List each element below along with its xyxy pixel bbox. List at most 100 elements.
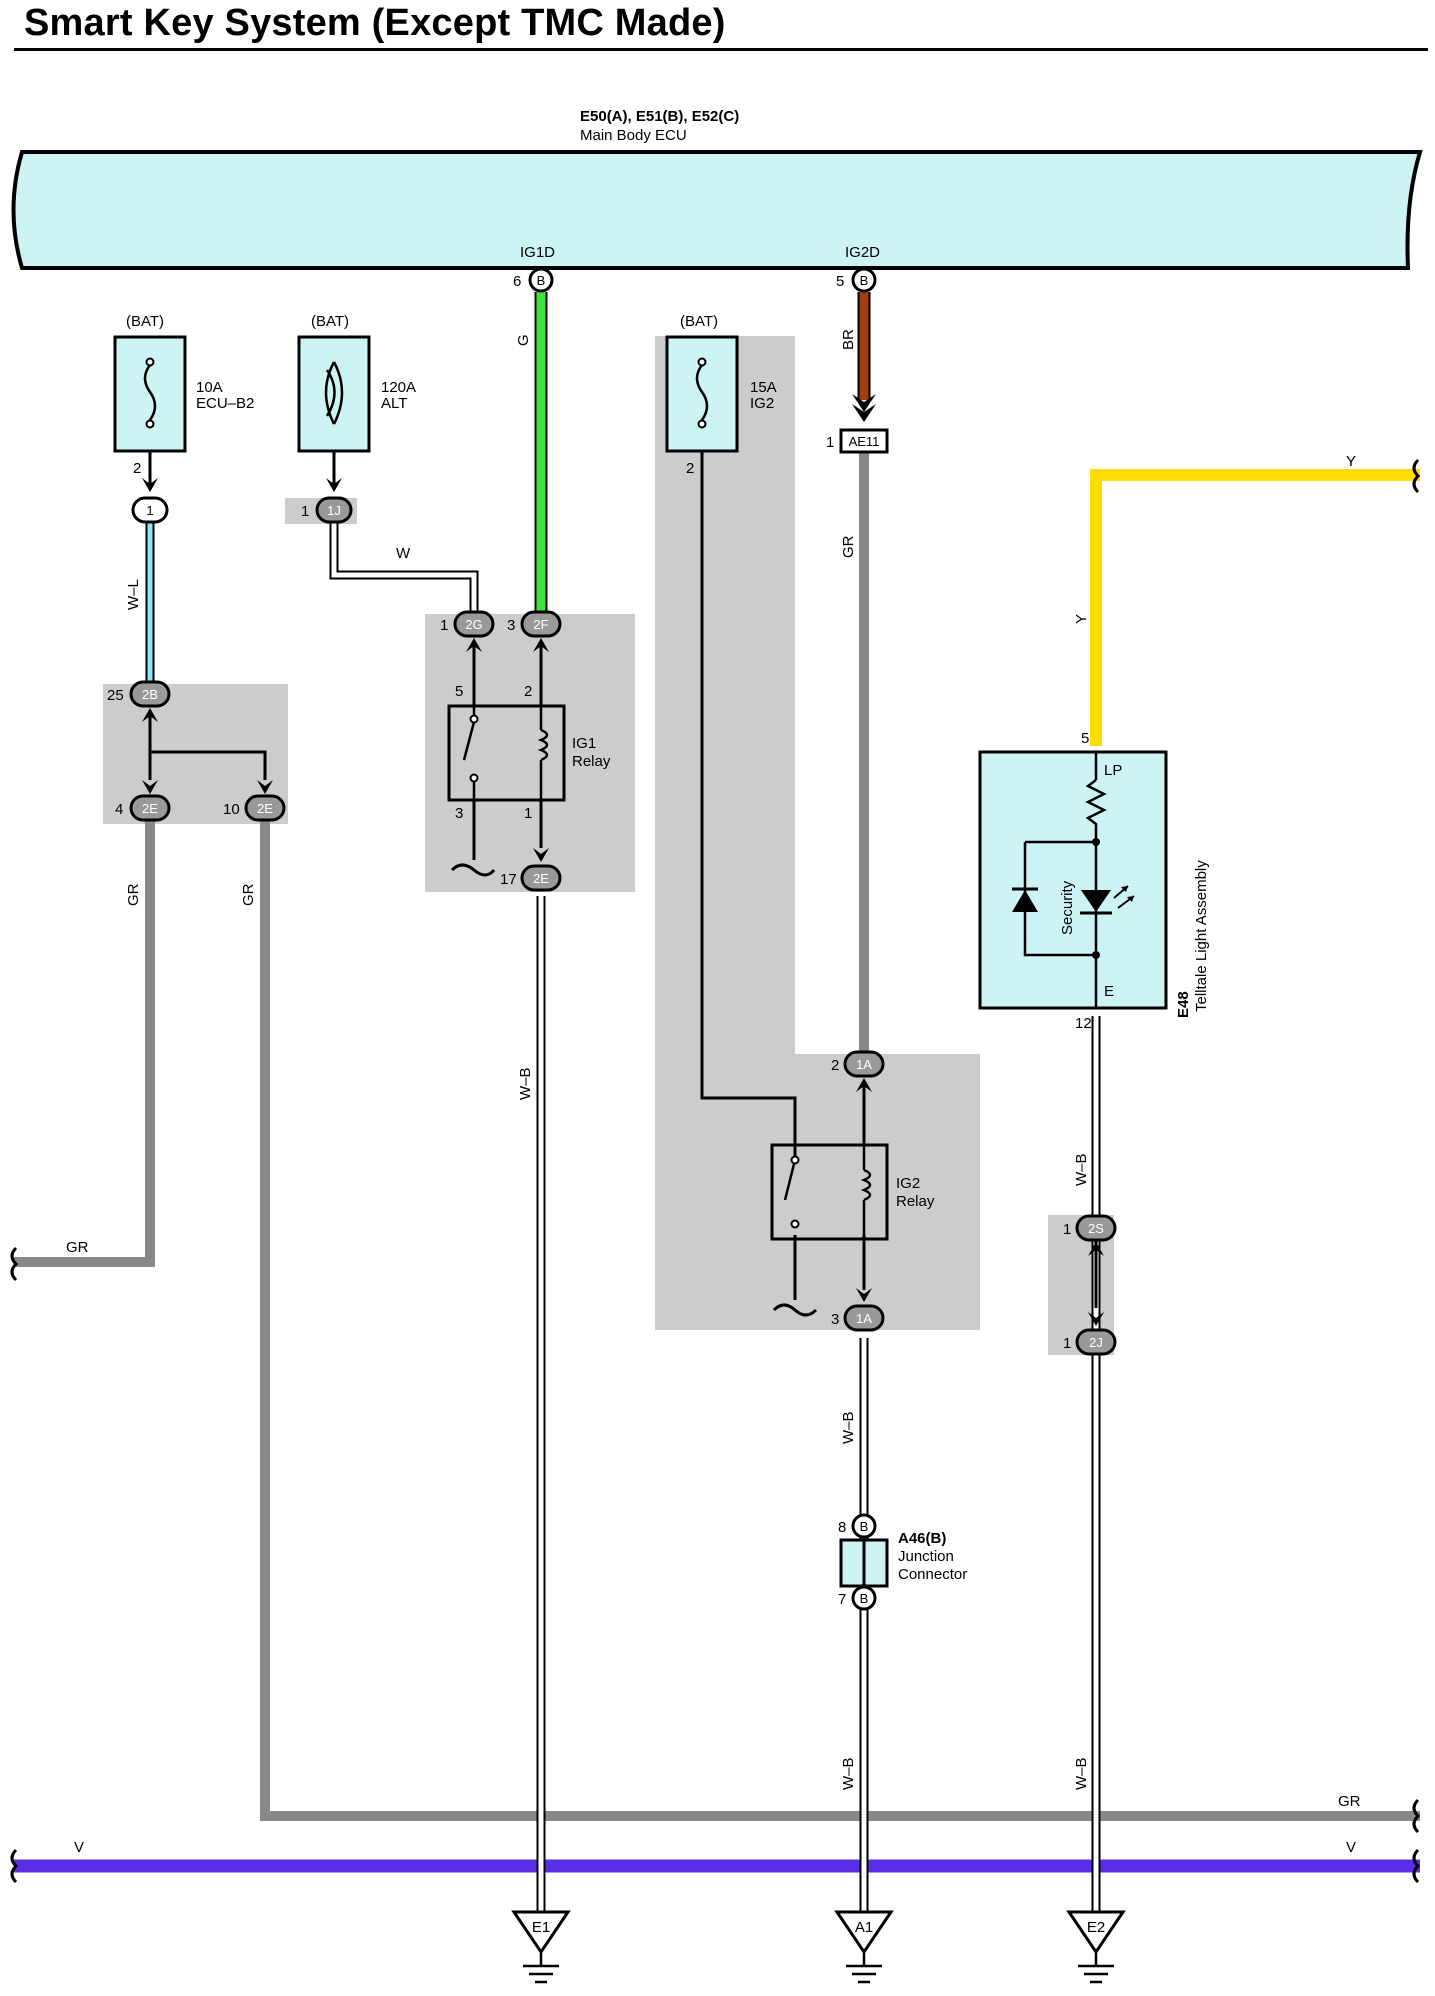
relay-ig1-sub: Relay (572, 753, 611, 770)
ecu-name: Main Body ECU (580, 127, 687, 144)
break-left-gr (10, 1246, 19, 1282)
label-wire-gr-2e10: GR (240, 883, 257, 906)
pill-ecu-ig2d-code: B (860, 273, 869, 288)
fuse-ig2-source: (BAT) (680, 313, 718, 330)
label-wire-gr-bottom: GR (1338, 1793, 1361, 1810)
shade-ig2-block (655, 336, 980, 1330)
label-wire-w-b-a46: W–B (840, 1757, 857, 1790)
pill-jae11-code: AE11 (849, 434, 880, 449)
pill-j1a-top-code: 1A (856, 1057, 872, 1072)
junction-block-shading (103, 336, 1114, 1355)
relay-ig1-pin5: 5 (455, 683, 463, 700)
fuse-alt: (BAT) 120A ALT (297, 313, 416, 453)
pill-a46-7-code: B (860, 1591, 869, 1606)
relay-ig1-pin2: 2 (524, 683, 532, 700)
pill-ecu-ig1d-code: B (537, 273, 546, 288)
fuse-ig2-pin2: 2 (686, 460, 694, 477)
telltale-light-assembly: LP E Security 5 12 E48 Telltale Light As… (978, 730, 1210, 1032)
label-wire-gr-2e4: GR (125, 883, 142, 906)
a46-name1: Junction (898, 1548, 954, 1565)
fuse-alt-name: ALT (381, 395, 407, 412)
arrow-2b (142, 708, 158, 722)
pill-ecu-ig2d-num: 5 (836, 273, 844, 290)
fuse-ig2-box (665, 335, 739, 453)
relay-ig2-contact-b (790, 1219, 800, 1229)
pill-j2s: 2S 1 (1063, 1214, 1117, 1242)
arrow-1a-bot (856, 1288, 872, 1302)
break-ig1-relay (450, 863, 496, 877)
junction-connector-a46: A46(B) Junction Connector (839, 1530, 967, 1588)
pill-ecu-ig2d: B 5 (836, 267, 877, 293)
pill-a46-8: B 8 (838, 1513, 877, 1539)
break-right-gr (1412, 1798, 1421, 1834)
wire-ig2-fuse-relay (700, 452, 797, 1160)
arrow-2j (1088, 1312, 1104, 1326)
telltale-diode (1012, 890, 1038, 912)
a46-name2: Connector (898, 1566, 967, 1583)
pill-ecu-ig1d: B 6 (513, 267, 554, 293)
ground-e1-label: E1 (532, 1919, 550, 1936)
relay-ig1-pin1: 1 (524, 805, 532, 822)
break-marks (10, 458, 1421, 1884)
pill-j2e10-code: 2E (257, 801, 273, 816)
pill-j2e10-num: 10 (223, 801, 240, 818)
fuse-ig2-element (695, 364, 709, 421)
wire-2b-2e (148, 714, 267, 780)
pill-j2b: 2B 25 (107, 680, 171, 708)
ground-e1: E1 (511, 1910, 571, 1984)
pill-j1a-bot: 1A 3 (831, 1304, 885, 1332)
pill-j1j-num: 1 (301, 503, 309, 520)
fuse-ig2-term-top (697, 357, 707, 367)
pill-j2j: 2J 1 (1063, 1328, 1117, 1356)
pill-j2e10: 2E 10 (223, 794, 286, 822)
arrow-ae11 (852, 394, 876, 422)
wires (14, 292, 1420, 1912)
telltale-led (1081, 890, 1111, 912)
pill-a46-7-num: 7 (838, 1591, 846, 1608)
arrow-ecu-b2 (142, 478, 158, 492)
ecu-pin-ig2d-label: IG2D (845, 244, 880, 261)
relay-ig2: IG2 Relay (770, 1143, 935, 1241)
pill-j2j-code: 2J (1089, 1335, 1103, 1350)
label-wire-w-b-telltale: W–B (1073, 1153, 1090, 1186)
fuse-alt-source: (BAT) (311, 313, 349, 330)
fuse-ecu-b2-source: (BAT) (126, 313, 164, 330)
ecu-body (11, 150, 1423, 270)
relay-ig1-contact-a (469, 714, 479, 724)
ground-a1: A1 (834, 1910, 894, 1984)
pill-j2b-code: 2B (142, 687, 158, 702)
pill-j1a-bot-num: 3 (831, 1311, 839, 1328)
telltale-node-bot (1092, 951, 1100, 959)
relay-ig1-name: IG1 (572, 735, 596, 752)
telltale-e: E (1104, 983, 1114, 1000)
telltale-lp: LP (1104, 762, 1122, 779)
pill-jae11: AE11 1 (826, 428, 889, 454)
telltale-node-top (1092, 838, 1100, 846)
main-body-ecu: E50(A), E51(B), E52(C) Main Body ECU IG1… (11, 108, 1423, 270)
telltale-security: Security (1059, 880, 1076, 935)
fuse-ig2: (BAT) 15A IG2 2 (665, 313, 777, 477)
wire-fuse-outputs (148, 448, 336, 484)
pill-j2s-num: 1 (1063, 1221, 1071, 1238)
pill-j2s-code: 2S (1088, 1221, 1104, 1236)
relay-ig1-pin3: 3 (455, 805, 463, 822)
wire-w (329, 522, 479, 614)
label-wire-w-b-e2: W–B (1073, 1757, 1090, 1790)
label-wire-y-horiz: Y (1346, 453, 1356, 470)
fuse-ecu-b2-element (143, 364, 157, 421)
ecu-connectors: E50(A), E51(B), E52(C) (580, 108, 739, 125)
arrow-2s (1088, 1242, 1104, 1256)
relay-ig2-coil (860, 1145, 872, 1239)
pill-j1j-code: 1J (327, 503, 341, 518)
relay-ig2-sub: Relay (896, 1193, 935, 1210)
telltale-name: Telltale Light Assembly (1193, 860, 1210, 1012)
pill-j2e4-num: 4 (115, 801, 123, 818)
pill-j1: 1 2 (131, 460, 169, 524)
relay-ig1-box (447, 704, 566, 802)
arrow-2f (533, 638, 549, 652)
wire-ig2-relay-internal (793, 1082, 866, 1300)
pill-a46-8-code: B (860, 1519, 869, 1534)
page-title: Smart Key System (Except TMC Made) (24, 2, 726, 44)
wire-ig1-relay-internal (472, 644, 543, 860)
